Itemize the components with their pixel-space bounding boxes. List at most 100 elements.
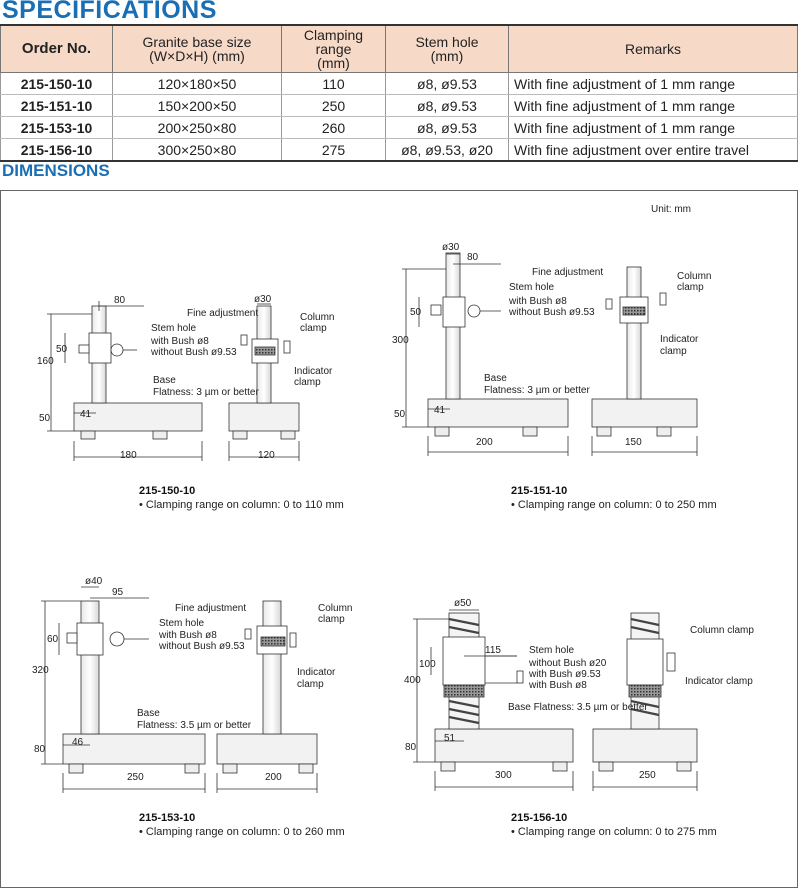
dim-215-151-10-offset: 80 [467,252,479,263]
header-stem-hole: Stem hole(mm) [385,24,509,73]
label-flatness: Flatness: 3.5 µm or better [137,720,252,731]
model-order-215-156-10: 215-156-10 [511,812,567,824]
model-note-215-150-10: • Clamping range on column: 0 to 110 mm [139,499,344,511]
specifications-heading: SPECIFICATIONS [2,0,217,24]
label-with-bush-8: with Bush ø8 [528,680,587,691]
dim-215-153-10-column-dia: ø40 [85,576,103,587]
cell-clamping-range: 250 [281,94,386,117]
label-stem-hole: Stem hole [529,645,574,656]
dimensions-heading: DIMENSIONS [2,161,110,180]
dim-215-153-10-width: 250 [127,772,144,783]
dim-215-153-10-base-height: 80 [34,744,46,755]
dim-215-150-10-base-height: 50 [39,413,51,424]
label-base: Base [153,375,176,386]
label-with-bush-953: with Bush ø9.53 [528,669,601,680]
dimension-drawings: Unit: mm 180 120 80 ø30 50 160 50 41 [32,204,754,838]
drawing-215-151-10 [402,252,698,456]
cell-remarks: With fine adjustment of 1 mm range [508,116,798,139]
model-order-215-150-10: 215-150-10 [139,485,195,497]
specifications-table: Order No. Granite base size(W×D×H) (mm) … [0,24,798,162]
label-indicator-clamp: clamp [660,346,687,357]
dim-215-150-10-column-dia: ø30 [254,294,272,305]
label-fine-adjustment: Fine adjustment [187,308,258,319]
dim-215-151-10-height: 300 [392,335,409,346]
header-base-size: Granite base size(W×D×H) (mm) [112,24,282,73]
label-column-clamp: Column [677,271,711,282]
dim-215-156-10-height: 400 [404,675,421,686]
cell-stem-hole: ø8, ø9.53 [385,94,509,117]
label-column-clamp: Column [300,312,334,323]
dim-215-151-10-column-dia: ø30 [442,242,460,253]
label-column-clamp: Column clamp [690,625,754,636]
label-column-clamp: clamp [300,323,327,334]
dimensions-panel: Unit: mm 180 120 80 ø30 50 160 50 41 [0,190,798,888]
dim-215-150-10-width: 180 [120,450,137,461]
header-stem-hole-line2: (mm) [430,48,464,64]
drawing-215-150-10 [47,301,300,461]
label-indicator-clamp: clamp [297,679,324,690]
label-without-bush: without Bush ø9.53 [158,641,245,652]
cell-clamping-range: 275 [281,138,386,162]
label-indicator-clamp: Indicator [294,366,333,377]
dim-215-153-10-bracket: 60 [47,634,59,645]
label-fine-adjustment: Fine adjustment [532,267,603,278]
dim-215-150-10-bracket: 50 [56,344,68,355]
header-base-size-line1: Granite base size [142,34,252,50]
cell-remarks: With fine adjustment of 1 mm range [508,94,798,117]
header-base-size-line2: (W×D×H) (mm) [149,48,245,64]
dim-215-156-10-base-height: 80 [405,742,417,753]
label-with-bush: with Bush ø8 [158,630,217,641]
header-remarks: Remarks [508,24,798,73]
dim-215-150-10-column-pos: 41 [80,409,92,420]
label-indicator-clamp: clamp [294,377,321,388]
label-with-bush: with Bush ø8 [508,296,567,307]
table-row: 215-151-10 150×200×50 250 ø8, ø9.53 With… [0,94,798,117]
dim-215-153-10-height: 320 [32,665,49,676]
dim-215-156-10-width: 300 [495,770,512,781]
cell-clamping-range: 260 [281,116,386,139]
cell-remarks: With fine adjustment over entire travel [508,138,798,162]
cell-remarks: With fine adjustment of 1 mm range [508,72,798,95]
dim-215-156-10-column-dia: ø50 [454,598,472,609]
label-indicator-clamp: Indicator [297,667,336,678]
dim-215-150-10-offset: 80 [114,295,126,306]
header-clamping-range-line1: Clamping range [303,27,364,57]
label-without-bush: without Bush ø9.53 [150,347,237,358]
label-column-clamp: clamp [318,614,345,625]
cell-order: 215-151-10 [0,94,113,117]
model-order-215-153-10: 215-153-10 [139,812,195,824]
table-header-row: Order No. Granite base size(W×D×H) (mm) … [0,24,798,73]
label-indicator-clamp: Indicator [660,334,699,345]
cell-stem-hole: ø8, ø9.53 [385,116,509,139]
drawing-215-156-10 [413,609,698,791]
dim-215-150-10-height: 160 [37,356,54,367]
drawing-215-153-10 [41,586,318,793]
dim-215-151-10-column-pos: 41 [434,405,446,416]
label-flatness: Flatness: 3 µm or better [484,385,590,396]
unit-label: Unit: mm [651,204,691,215]
header-stem-hole-line1: Stem hole [415,34,479,50]
label-base: Base [137,708,160,719]
label-stem-hole: Stem hole [159,618,204,629]
table-row: 215-156-10 300×250×80 275 ø8, ø9.53, ø20… [0,138,798,162]
label-fine-adjustment: Fine adjustment [175,603,246,614]
label-without-bush: without Bush ø9.53 [508,307,595,318]
dim-215-151-10-base-height: 50 [394,409,406,420]
cell-base-size: 120×180×50 [112,72,282,95]
model-order-215-151-10: 215-151-10 [511,485,567,497]
label-base-flatness: Base Flatness: 3.5 µm or better [508,702,648,713]
dim-215-153-10-depth: 200 [265,772,282,783]
table-row: 215-150-10 120×180×50 110 ø8, ø9.53 With… [0,72,798,95]
dim-215-151-10-depth: 150 [625,437,642,448]
header-order-no: Order No. [0,24,113,73]
label-column-clamp: Column [318,603,352,614]
dim-215-156-10-bracket: 100 [419,659,436,670]
model-note-215-156-10: • Clamping range on column: 0 to 275 mm [511,826,717,838]
label-with-bush: with Bush ø8 [150,336,209,347]
cell-stem-hole: ø8, ø9.53, ø20 [385,138,509,162]
label-flatness: Flatness: 3 µm or better [153,387,259,398]
cell-order: 215-156-10 [0,138,113,162]
model-note-215-151-10: • Clamping range on column: 0 to 250 mm [511,499,717,511]
label-base: Base [484,373,507,384]
cell-base-size: 150×200×50 [112,94,282,117]
